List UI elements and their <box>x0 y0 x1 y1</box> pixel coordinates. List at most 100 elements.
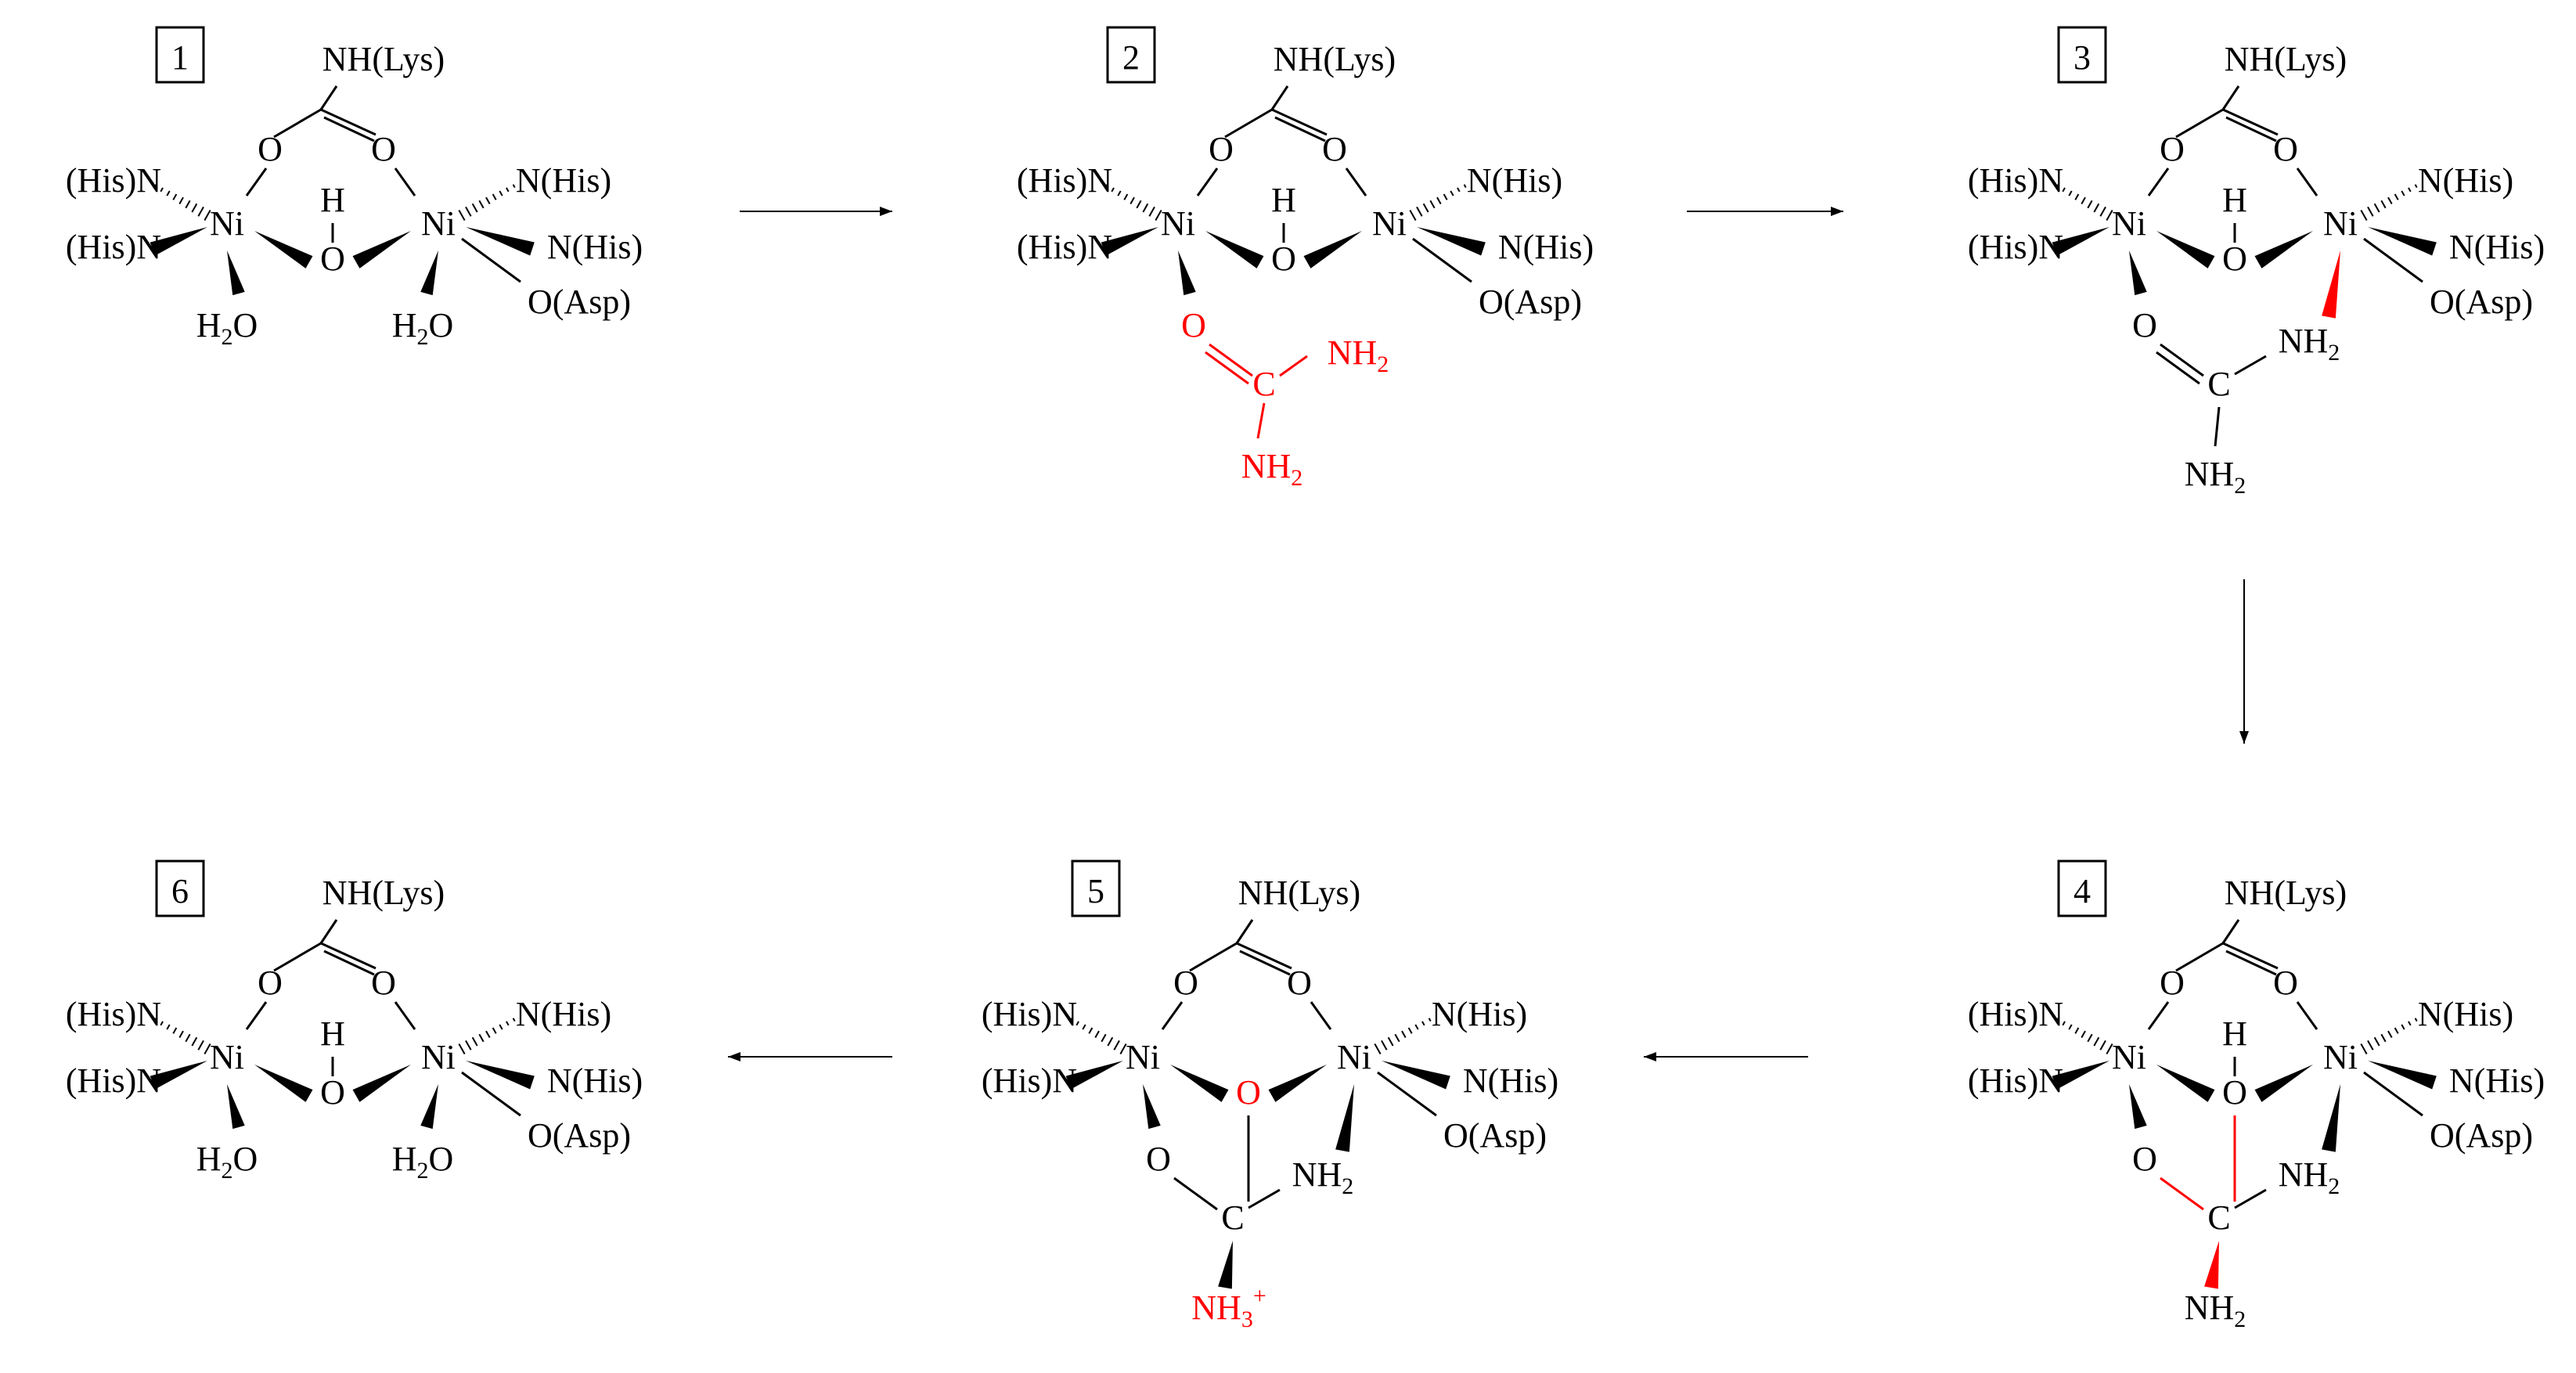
wedge-ni1-o <box>254 1065 313 1102</box>
arrow-2-to-3 <box>1687 207 1843 216</box>
arrow-5-to-6 <box>728 1052 892 1061</box>
hash-line <box>485 196 491 205</box>
hash-line <box>2387 196 2393 205</box>
wedge-ni2-water <box>420 1084 438 1130</box>
carbamate-double <box>323 950 375 976</box>
hash-line <box>1155 209 1162 222</box>
hash-line <box>1075 1021 1079 1026</box>
carbamate-o-right: O <box>2273 130 2298 168</box>
hash-line <box>465 1040 472 1050</box>
hash-line <box>1148 206 1155 217</box>
hash-line <box>492 1027 497 1034</box>
urea-o: O <box>2132 306 2157 344</box>
carbamate-bond-left <box>2175 942 2224 972</box>
carbamate-bond-right <box>320 108 376 136</box>
int-c: C <box>1221 1198 1244 1237</box>
hash-his-ni1 <box>1104 184 1162 222</box>
hash-his-ni2 <box>2360 1018 2418 1055</box>
ni1-label: Ni <box>210 204 244 243</box>
hash-line <box>478 1033 485 1043</box>
o-ni2-bond <box>394 1001 416 1030</box>
hash-line <box>2408 1021 2412 1026</box>
his-right-top: N(His) <box>1467 161 1562 200</box>
hash-line <box>2055 1018 2059 1022</box>
urea-nh2-bound: NH2 <box>2279 322 2340 366</box>
hash-line <box>1463 184 1467 189</box>
wedge-his-ni1 <box>150 227 207 256</box>
hash-line <box>1082 1024 1086 1030</box>
his-right-top: N(His) <box>516 161 611 200</box>
his-left-top: (His)N <box>1017 161 1112 200</box>
o-ni2-bond <box>1310 1001 1332 1030</box>
carbamate-o-right: O <box>1322 130 1347 168</box>
int-o: O <box>1146 1140 1171 1178</box>
ni2-label: Ni <box>1337 1038 1371 1076</box>
wedge-ni1-urea-o <box>2129 250 2147 296</box>
bridge-o: O <box>320 1073 345 1112</box>
hash-line <box>2074 193 2080 200</box>
urea-c-n1 <box>2234 355 2267 376</box>
hash-line <box>2062 1021 2066 1026</box>
urea-c: C <box>2207 365 2230 403</box>
bridge-h: H <box>1271 181 1296 219</box>
hash-line <box>185 1033 191 1043</box>
hash-line <box>2373 1036 2380 1047</box>
bridge-o: O <box>1236 1073 1261 1112</box>
ni2-label: Ni <box>421 204 456 243</box>
hash-line <box>2387 1030 2393 1039</box>
hash-line <box>1401 1030 1407 1039</box>
wedge-his-ni1 <box>1065 1061 1123 1090</box>
urea-co-bond <box>2160 343 2204 377</box>
lys-bond <box>2221 919 2240 944</box>
urea-o: O <box>2132 1140 2157 1178</box>
wedge-ni2-nh2 <box>2322 1084 2340 1152</box>
hash-his-ni1 <box>2055 1018 2113 1055</box>
hash-line <box>185 200 191 209</box>
ni2-label: Ni <box>2323 204 2358 243</box>
hash-line <box>512 1018 516 1022</box>
carbamate-o-left: O <box>2160 130 2185 168</box>
o-ni2-bond <box>394 168 416 196</box>
step-label: 1 <box>171 38 189 77</box>
his-right-top: N(His) <box>1432 995 1527 1033</box>
hash-line <box>1416 206 1423 217</box>
wedge-ni2-o <box>2254 1065 2313 1102</box>
hash-line <box>1094 1030 1100 1039</box>
hash-line <box>2062 187 2066 193</box>
hash-his-ni1 <box>2055 184 2113 222</box>
o-ni2-bond <box>1345 168 1367 196</box>
hash-line <box>1436 196 1442 205</box>
step-label-box <box>155 26 205 84</box>
hash-line <box>1104 184 1108 189</box>
carbamate-double <box>2225 116 2277 142</box>
step-label-box <box>1071 859 1121 917</box>
urea-co-double <box>2156 351 2200 385</box>
hash-line <box>166 190 171 196</box>
lys-bond <box>1235 919 1254 944</box>
hash-line <box>1409 209 1417 222</box>
hash-line <box>2087 1033 2093 1043</box>
bridge-h: H <box>2222 1014 2247 1053</box>
water-1: H2O <box>196 306 258 350</box>
lys-label: NH(Lys) <box>322 874 445 912</box>
wedge-ni1-o <box>1170 1065 1229 1102</box>
carbamate-bond-right <box>1236 942 1292 970</box>
hash-line <box>2401 1024 2405 1030</box>
hash-line <box>2414 1018 2418 1022</box>
hash-line <box>1429 200 1436 209</box>
hash-line <box>2394 193 2399 200</box>
hash-line <box>166 1024 171 1030</box>
wedge-ni2-his <box>466 227 535 256</box>
his-left-bottom: (His)N <box>1017 228 1112 266</box>
his-left-top: (His)N <box>1968 995 2063 1033</box>
wedge-ni1-o <box>254 231 313 268</box>
hash-line <box>2414 184 2418 189</box>
hash-line <box>492 193 497 200</box>
ni2-asp-bond <box>461 1071 521 1117</box>
urea-nh2-bound: NH2 <box>2279 1155 2340 1199</box>
his-right-bottom: N(His) <box>2449 1061 2545 1100</box>
